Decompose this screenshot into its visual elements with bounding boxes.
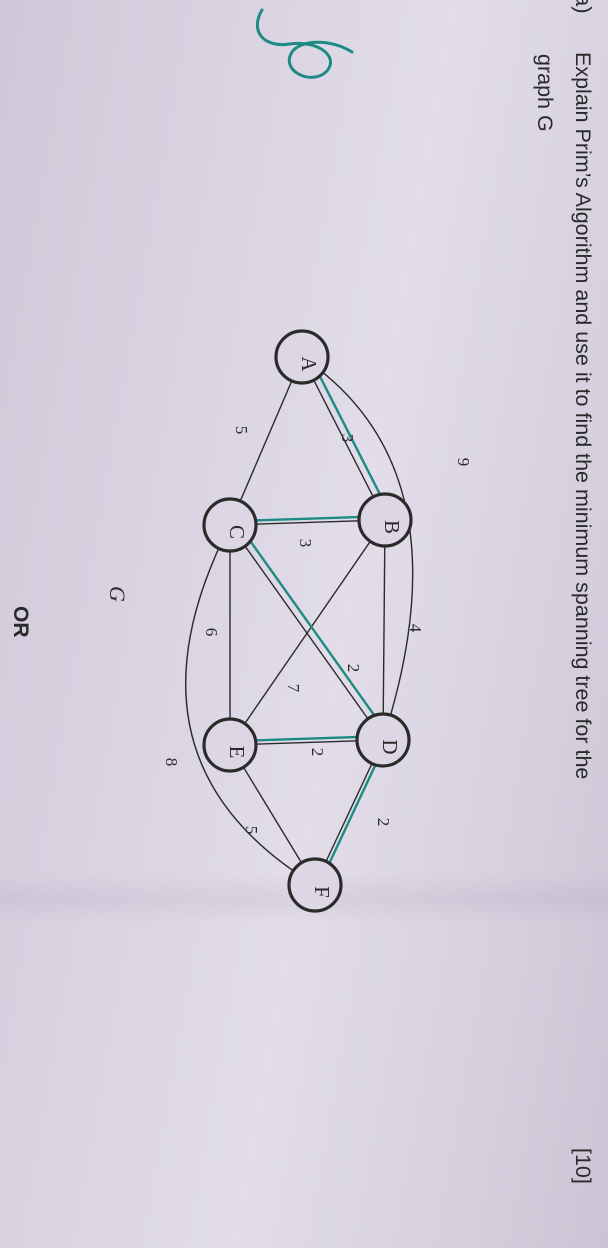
node-label: B <box>380 520 404 534</box>
graph-caption: G <box>105 586 130 602</box>
weight-label-b-e: 7 <box>284 684 303 693</box>
edge-c-d <box>229 524 384 741</box>
weight-label-a-c: 5 <box>232 426 251 435</box>
node-label: E <box>225 746 249 759</box>
node-label: C <box>225 525 249 539</box>
weight-label-d-e: 2 <box>308 748 327 757</box>
weight-label-a-b: 3 <box>338 434 357 443</box>
question-number: a) <box>571 0 596 14</box>
weight-label-e-f: 5 <box>242 826 261 835</box>
node-circle <box>355 712 411 768</box>
node-circle <box>274 329 330 385</box>
node-label: F <box>310 886 334 898</box>
weight-label-c-e: 6 <box>202 628 221 637</box>
mst-edge-c-d <box>234 519 391 738</box>
node-f: F <box>287 857 343 913</box>
handwritten-mark-icon <box>255 8 354 79</box>
node-d: D <box>355 712 411 768</box>
node-circle <box>287 857 343 913</box>
weight-label-b-d: 4 <box>406 624 425 633</box>
node-circle <box>202 717 258 773</box>
edge-a-c <box>229 356 303 526</box>
edge-weights: 3 5 9 3 4 7 2 6 8 2 2 5 <box>162 426 473 835</box>
mst-edge-a-b <box>306 351 393 518</box>
graph-edges <box>185 356 414 886</box>
node-label: D <box>378 739 402 754</box>
question-marks: [10] <box>571 1148 595 1184</box>
or-separator: OR <box>9 606 32 638</box>
weight-label-d-f: 2 <box>374 818 393 827</box>
question-line-1: Explain Prim’s Algorithm and use it to f… <box>571 52 595 779</box>
edge-c-f <box>185 524 316 886</box>
edge-b-d <box>382 519 386 741</box>
mst-highlight <box>234 351 393 883</box>
node-b: B <box>357 492 413 548</box>
weight-label-c-d: 2 <box>344 664 363 673</box>
node-label: A <box>297 356 321 372</box>
weight-label-a-d: 9 <box>454 458 473 467</box>
weight-label-c-f: 8 <box>162 758 181 767</box>
weight-label-b-c: 3 <box>296 539 315 548</box>
edge-a-b <box>301 356 386 521</box>
node-circle <box>202 497 258 553</box>
node-e: E <box>202 717 258 773</box>
edge-b-e <box>229 519 386 746</box>
question-text: a) Explain Prim’s Algorithm and use it t… <box>533 0 596 1184</box>
node-a: A <box>274 329 330 385</box>
edge-a-d <box>301 356 414 741</box>
graph-g: A B C D E F 3 5 9 3 4 7 2 6 8 2 2 5 <box>162 329 473 913</box>
node-c: C <box>202 497 258 553</box>
node-circle <box>357 492 413 548</box>
graph-nodes: A B C D E F <box>202 329 413 913</box>
question-line-2: graph G <box>533 54 557 132</box>
